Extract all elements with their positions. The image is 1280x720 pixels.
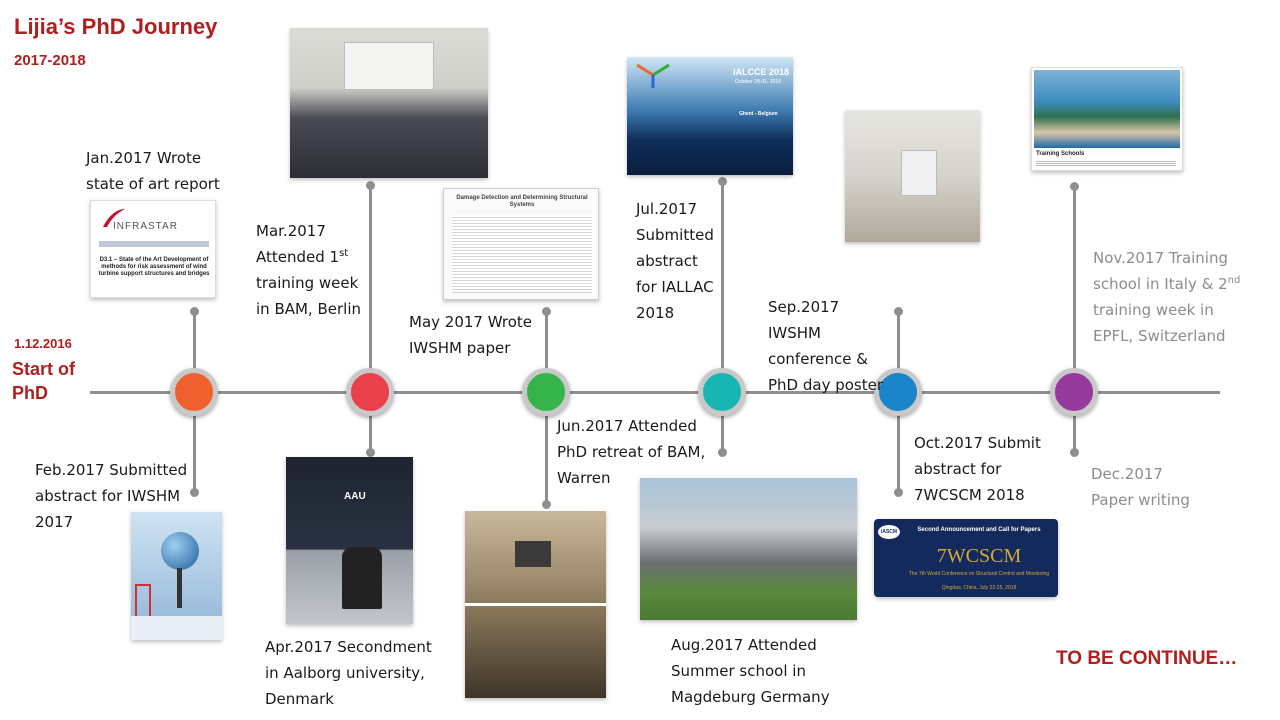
stem-dot-nov (1070, 182, 1079, 191)
event-apr-2017: Apr.2017 Secondment in Aalborg universit… (265, 638, 432, 708)
training-caption-lines (1036, 160, 1176, 166)
start-date: 1.12.2016 (14, 336, 72, 351)
stem-dot-jun (542, 500, 551, 509)
event-mar-sup: st (339, 248, 349, 259)
bridge-graphic (135, 584, 151, 618)
ialcce-2018-image: IALCCE 2018 October 28-31, 2018 Ghent - … (627, 57, 793, 175)
event-nov-text-a: Nov.2017 Training school in Italy & 2 (1093, 249, 1229, 293)
stem-dot-dec (1070, 448, 1079, 457)
event-jan-2017: Jan.2017 Wrote state of art report (86, 149, 220, 193)
paper-text-lines (452, 215, 592, 293)
lake-photo (1034, 70, 1180, 148)
phd-day-poster-photo (845, 110, 980, 242)
event-dec-2017: Dec.2017 Paper writing (1091, 465, 1190, 509)
page-title: Lijia’s PhD Journey (14, 14, 218, 39)
ialcce-dates: October 28-31, 2018 (735, 79, 781, 85)
event-oct-2017: Oct.2017 Submit abstract for 7WCSCM 2018 (914, 434, 1041, 504)
stem-dot-may (542, 307, 551, 316)
stem-dot-feb (190, 488, 199, 497)
wcscm-subtitle: The 7th World Conference on Structural C… (908, 571, 1050, 577)
7wcscm-image: IASCM Second Announcement and Call for P… (874, 519, 1058, 597)
retreat-divider (465, 603, 606, 606)
stem-may (545, 311, 548, 371)
stem-dot-mar (366, 181, 375, 190)
projector-screen (344, 42, 434, 90)
infrastar-lines (99, 241, 209, 247)
infrastar-logo: INFRASTAR (113, 221, 178, 232)
iwshm-caption-bar (131, 616, 222, 640)
timeline-node-5 (874, 368, 922, 416)
event-may-2017: May 2017 Wrote IWSHM paper (409, 313, 533, 357)
timeline-node-2 (346, 368, 394, 416)
timeline-node-1 (170, 368, 218, 416)
event-jun-2017: Jun.2017 Attended PhD retreat of BAM, Wa… (557, 417, 706, 487)
stem-jun (545, 414, 548, 504)
stem-nov (1073, 186, 1076, 373)
timeline-node-6 (1050, 368, 1098, 416)
training-caption: Training Schools (1036, 151, 1085, 157)
poster-board (901, 150, 937, 196)
iwshm-paper-image: Damage Detection and Determining Structu… (443, 188, 599, 300)
stem-sep (897, 311, 900, 371)
event-feb-2017: Feb.2017 Submitted abstract for IWSHM 20… (35, 461, 188, 531)
event-nov-text-b: training week in EPFL, Switzerland (1093, 301, 1226, 345)
summer-school-photo (640, 478, 857, 620)
event-mar-text-b: training week in BAM, Berlin (256, 274, 361, 318)
wcscm-header: Second Announcement and Call for Papers (917, 527, 1041, 533)
infrastar-doc-title: D3.1 – State of the Art Development of m… (98, 257, 210, 277)
training-school-image: Training Schools (1031, 67, 1183, 171)
stem-apr (369, 414, 372, 452)
wcscm-title: 7WCSCM (936, 545, 1022, 567)
iwshm-abstract-image (131, 512, 222, 640)
bam-group-photo (290, 28, 488, 178)
event-sep-2017: Sep.2017 IWSHM conference & PhD day post… (768, 298, 884, 394)
stem-oct (897, 414, 900, 492)
paper-title: Damage Detection and Determining Structu… (456, 195, 588, 208)
stem-aug (721, 414, 724, 452)
timeline-axis (90, 391, 1220, 394)
timeline-node-3 (522, 368, 570, 416)
phd-retreat-photo (465, 511, 606, 698)
page-subtitle: 2017-2018 (14, 52, 86, 69)
globe-graphic (161, 532, 199, 570)
stem-dot-jan (190, 307, 199, 316)
event-nov-2017: Nov.2017 Training school in Italy & 2nd … (1093, 245, 1243, 349)
stem-dec (1073, 414, 1076, 452)
ialcce-arrows-icon (636, 63, 670, 88)
ialcce-place: Ghent - Belgium (739, 111, 778, 117)
stem-mar (369, 183, 372, 373)
iascm-logo: IASCM (878, 525, 900, 539)
event-jul-2017: Jul.2017 Submitted abstract for IALLAC 2… (636, 200, 714, 322)
stem-jan (193, 311, 196, 371)
ialcce-title: IALCCE 2018 (733, 67, 790, 77)
infrastar-swoosh-icon (103, 209, 125, 227)
stem-dot-sep (894, 307, 903, 316)
event-nov-sup: nd (1227, 275, 1241, 286)
stem-dot-apr (366, 448, 375, 457)
wcscm-place: Qingdao, China, July 22-25, 2018 (941, 585, 1017, 591)
timeline-node-4 (698, 368, 746, 416)
event-aug-2017: Aug.2017 Attended Summer school in Magde… (671, 636, 830, 706)
stem-dot-jul (718, 177, 727, 186)
aau-building-photo: AAU (286, 457, 413, 624)
to-be-continued: TO BE CONTINUE… (1056, 648, 1238, 669)
stem-dot-aug (718, 448, 727, 457)
stem-dot-oct (894, 488, 903, 497)
people-figures (342, 547, 382, 609)
stem-jul (721, 181, 724, 373)
aau-sign: AAU (344, 491, 366, 502)
tower-graphic (177, 568, 182, 608)
stem-feb (193, 414, 196, 492)
event-mar-text-a: Mar.2017 Attended 1 (256, 222, 340, 266)
retreat-screen (515, 541, 551, 567)
infrastar-report-image: INFRASTAR D3.1 – State of the Art Develo… (90, 200, 216, 298)
start-label: Start of PhD (12, 359, 75, 403)
event-mar-2017: Mar.2017 Attended 1st training week in B… (256, 218, 368, 322)
